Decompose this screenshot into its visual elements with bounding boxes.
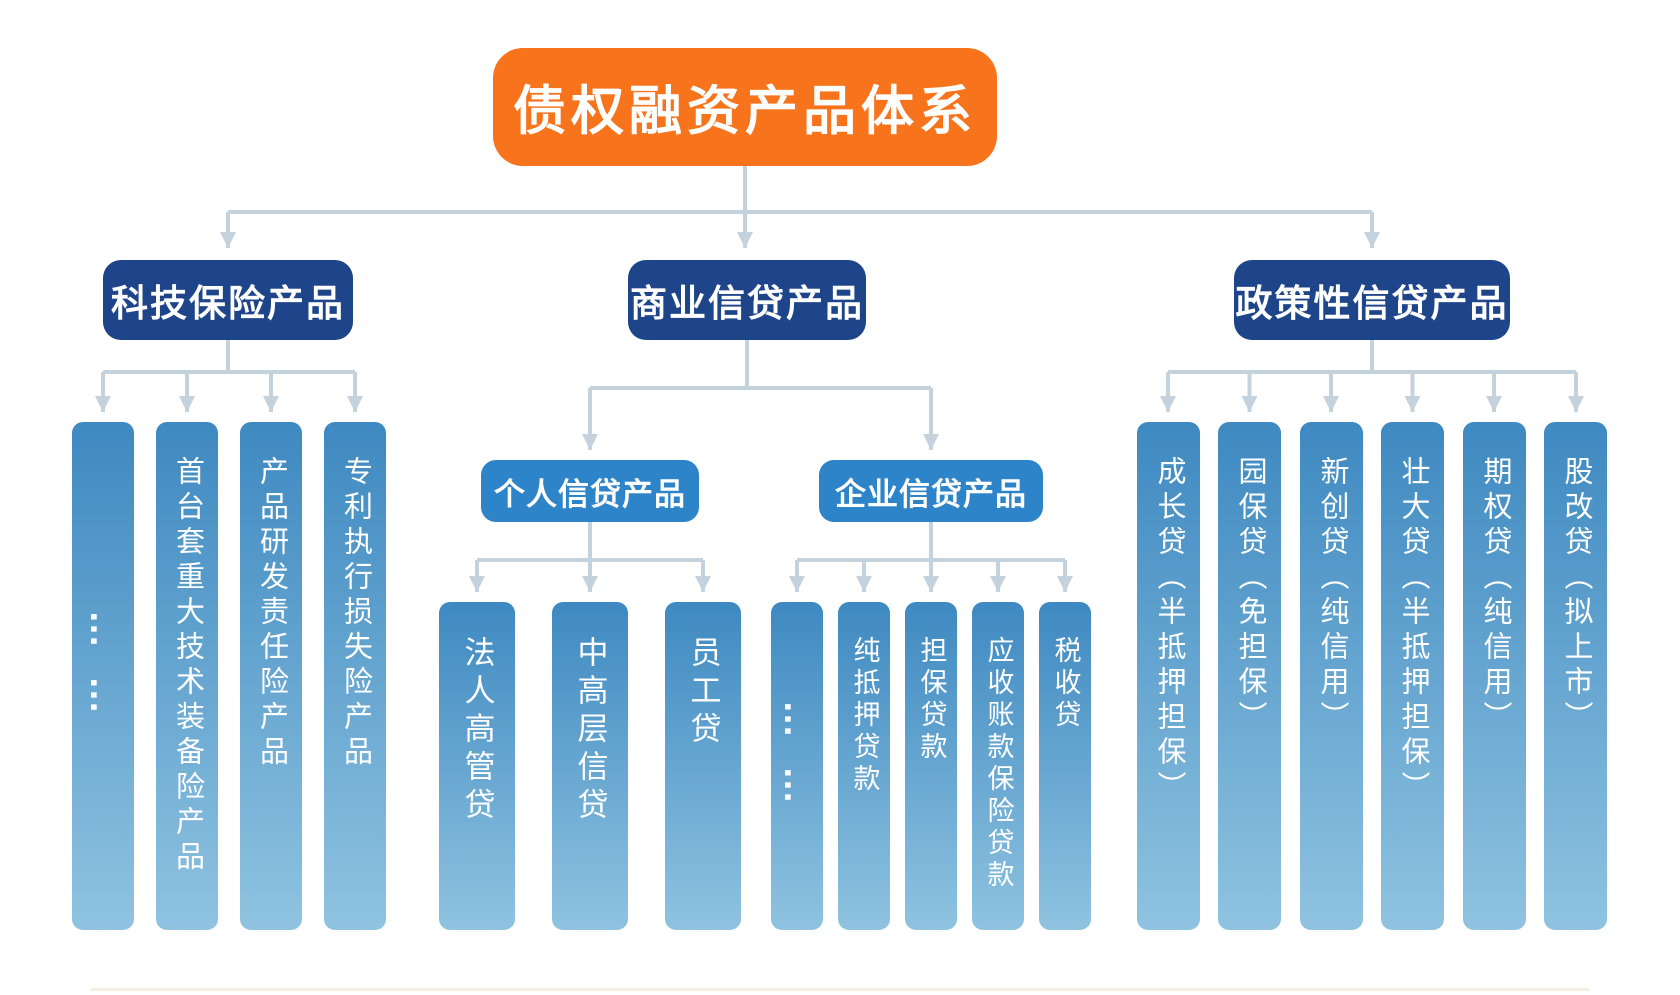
leaf-employee-loan: 员工贷 — [665, 602, 741, 930]
branch-header-tech-insurance-products: 科技保险产品 — [103, 260, 353, 340]
leaf-label: 税收贷 — [1050, 636, 1081, 732]
leaf-expansion-loan: 壮大贷（半抵押担保） — [1381, 422, 1444, 930]
leaf-share-reform-loan: 股改贷（拟上市） — [1544, 422, 1607, 930]
leaf-label: 员工贷 — [685, 636, 721, 750]
leaf-option-loan: 期权贷（纯信用） — [1463, 422, 1526, 930]
branch-header-commercial-credit-products: 商业信贷产品 — [628, 260, 866, 340]
leaf-first-set-major-equipment-insurance: 首台套重大技术装备险产品 — [156, 422, 218, 930]
subbranch-header-personal-credit-products: 个人信贷产品 — [481, 460, 699, 522]
leaf-label: 纯抵押贷款 — [849, 636, 880, 796]
leaf-new-venture-loan: 新创贷（纯信用） — [1300, 422, 1363, 930]
leaf-park-guarantee-loan: 园保贷（免担保） — [1218, 422, 1281, 930]
leaf-label: 新创贷（纯信用） — [1316, 456, 1348, 736]
leaf-label: 园保贷（免担保） — [1234, 456, 1266, 736]
leaf-label: 担保贷款 — [916, 636, 947, 764]
leaf-tax-revenue-loan: 税收贷 — [1039, 602, 1091, 930]
leaf-ellipsis-tech: …… — [72, 422, 134, 930]
leaf-label: 成长贷（半抵押担保） — [1153, 456, 1185, 806]
bottom-accent-line — [90, 988, 1590, 991]
title-banner: 债权融资产品体系 — [493, 48, 997, 166]
leaf-ellipsis-enterprise: …… — [771, 602, 823, 930]
leaf-label: 股改贷（拟上市） — [1560, 456, 1592, 736]
subbranch-header-enterprise-credit-products: 企业信贷产品 — [819, 460, 1043, 522]
leaf-growth-loan: 成长贷（半抵押担保） — [1137, 422, 1200, 930]
leaf-label: 专利执行损失险产品 — [339, 456, 372, 771]
leaf-label: …… — [82, 610, 124, 742]
leaf-patent-enforcement-loss-insurance: 专利执行损失险产品 — [324, 422, 386, 930]
leaf-legal-rep-executive-loan: 法人高管贷 — [439, 602, 515, 930]
branch-header-policy-credit-products: 政策性信贷产品 — [1234, 260, 1510, 340]
leaf-accounts-receivable-insurance-loan: 应收账款保险贷款 — [972, 602, 1024, 930]
leaf-mid-senior-management-credit: 中高层信贷 — [552, 602, 628, 930]
leaf-label: 壮大贷（半抵押担保） — [1397, 456, 1429, 806]
leaf-label: 中高层信贷 — [572, 636, 608, 826]
leaf-label: 期权贷（纯信用） — [1479, 456, 1511, 736]
leaf-label: 法人高管贷 — [459, 636, 495, 826]
leaf-label: 产品研发责任险产品 — [255, 456, 288, 771]
leaf-product-rd-liability-insurance: 产品研发责任险产品 — [240, 422, 302, 930]
leaf-label: …… — [776, 700, 818, 832]
leaf-label: 首台套重大技术装备险产品 — [171, 456, 204, 876]
leaf-pure-mortgage-loan: 纯抵押贷款 — [838, 602, 890, 930]
leaf-label: 应收账款保险贷款 — [983, 636, 1014, 892]
leaf-guaranteed-loan: 担保贷款 — [905, 602, 957, 930]
